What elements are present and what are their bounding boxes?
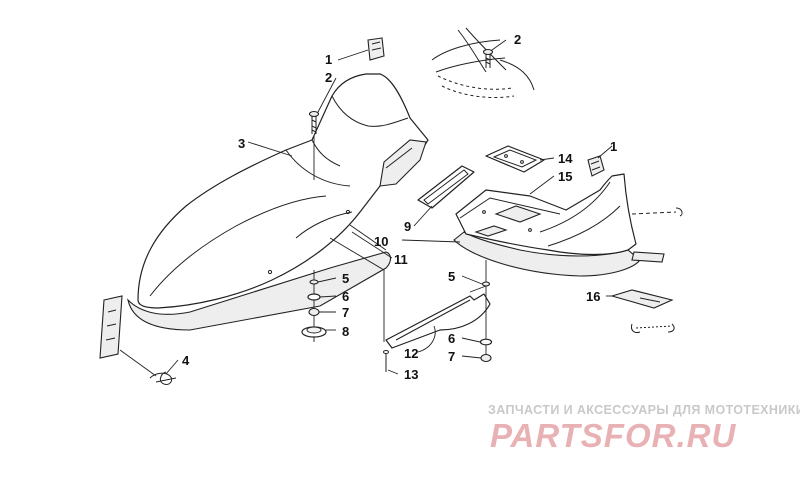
callout-5-right: 5 [448, 269, 455, 284]
mounting-bracket [385, 285, 491, 349]
callout-9: 9 [404, 219, 411, 234]
callout-6-left: 6 [342, 289, 349, 304]
callout-4: 4 [182, 353, 190, 368]
callout-15: 15 [558, 169, 572, 184]
callout-10: 10 [374, 234, 388, 249]
callout-1-right: 1 [610, 139, 617, 154]
leader-lines [165, 39, 614, 375]
callout-2-left: 2 [325, 70, 332, 85]
belly-pan-right [453, 173, 665, 277]
callout-2-right: 2 [514, 32, 521, 47]
watermark-logo: PARTSFOR.RU [490, 417, 736, 454]
callout-3: 3 [238, 136, 245, 151]
callout-labels: 1 2 3 2 1 14 15 9 10 11 5 6 7 8 5 16 6 7… [182, 32, 617, 382]
callout-8: 8 [342, 324, 349, 339]
screw-right [482, 48, 494, 68]
pin [383, 350, 389, 372]
dash-cover [485, 145, 545, 173]
callout-13: 13 [404, 367, 418, 382]
cable-right [631, 207, 683, 217]
callout-16: 16 [586, 289, 600, 304]
callout-11: 11 [394, 252, 408, 267]
callout-12: 12 [404, 346, 418, 361]
callout-5-left: 5 [342, 271, 349, 286]
watermark-caption: ЗАПЧАСТИ И АКСЕССУАРЫ ДЛЯ МОТОТЕХНИКИ [488, 403, 800, 417]
bumper-pad-left [367, 37, 385, 61]
bumper-pad-right [587, 155, 605, 177]
callout-6-right: 6 [448, 331, 455, 346]
skid-plate [610, 289, 675, 333]
callout-7-left: 7 [342, 305, 349, 320]
watermark-logo-text: PARTSFOR.RU [490, 417, 736, 454]
hardware-stack-right [479, 260, 493, 363]
hood-nose-pan [127, 73, 429, 331]
hood-clip [99, 295, 177, 385]
callout-1-left: 1 [325, 52, 332, 67]
screw-left [308, 110, 320, 180]
vent-grille [417, 165, 475, 209]
callout-7-right: 7 [448, 349, 455, 364]
callout-14: 14 [558, 151, 573, 166]
